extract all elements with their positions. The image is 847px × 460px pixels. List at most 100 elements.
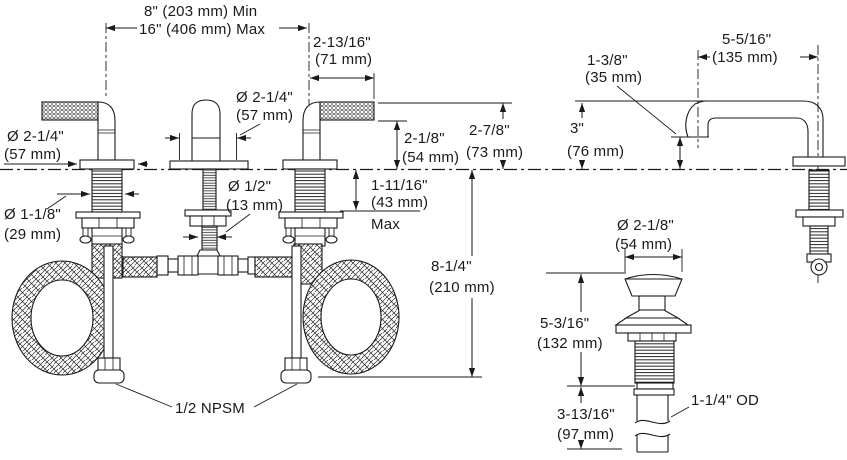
right-hose-loop — [302, 259, 400, 375]
label-handle-height-in: 2-7/8" — [469, 122, 510, 139]
right-valve-escutcheon — [282, 159, 338, 170]
label-tailpiece-od: 1-1/4" OD — [691, 392, 759, 409]
drain-flange-rim — [615, 324, 692, 334]
drain-tailpiece — [634, 395, 671, 453]
tee-body — [194, 255, 222, 275]
label-spout-outlet-in: 1-3/8" — [587, 52, 628, 69]
label-handle-reach-in: 2-13/16" — [313, 34, 371, 51]
dim-drain-dia — [624, 249, 683, 272]
center-rod-threads — [202, 168, 217, 211]
dimension-labels: 8" (203 mm) Min 16" (406 mm) Max 2-13/16… — [4, 3, 778, 443]
label-drain-dia-in: Ø 2-1/8" — [617, 217, 674, 234]
label-handle-reach-mm: (71 mm) — [315, 51, 372, 68]
label-rod-dia-in: Ø 1/2" — [228, 178, 271, 195]
label-rod-dia-mm: (13 mm) — [226, 197, 283, 214]
right-handle-elbow — [302, 101, 321, 162]
label-handle-clearance-in: 2-1/8" — [404, 130, 445, 147]
right-mounting-washer — [278, 211, 344, 219]
right-valve-body — [294, 227, 326, 247]
dim-handle-reach — [310, 73, 375, 99]
label-drain-dia-mm: (54 mm) — [615, 236, 672, 253]
dimension-lines — [4, 24, 818, 450]
label-spout-height-in: 3" — [570, 120, 584, 137]
tee-right-nut — [217, 255, 239, 276]
right-valve-shank-threads — [294, 168, 326, 213]
left-mounting-nut — [81, 217, 135, 229]
right-handle-valve — [278, 101, 375, 247]
label-drain-lower-in: 3-13/16" — [557, 406, 615, 423]
right-supply-tube — [291, 245, 302, 359]
dim-shank-dia — [46, 190, 139, 210]
dim-drain-lower — [567, 387, 622, 450]
spout-outline — [685, 100, 824, 157]
left-handle-grip — [41, 101, 99, 121]
label-supply-connection: 1/2 NPSM — [175, 400, 245, 417]
spout-shank-nut — [802, 216, 836, 227]
left-bolt-cap — [122, 235, 135, 244]
label-spread-max: 16" (406 mm) Max — [139, 21, 265, 38]
dim-drain-upper — [546, 272, 635, 387]
left-handle-valve — [41, 101, 141, 247]
label-hose-drop-in: 8-1/4" — [431, 258, 472, 275]
label-shank-dia-in: Ø 1-1/8" — [4, 206, 61, 223]
dim-deck-thickness — [340, 170, 420, 212]
left-valve-shank-threads — [91, 168, 123, 213]
drain-collar — [633, 388, 675, 396]
left-bolt-cap — [79, 235, 92, 244]
supply-connection-leaders — [115, 383, 298, 408]
left-hose-loop — [11, 260, 113, 376]
label-center-trim-dia-in: Ø 2-1/4" — [236, 89, 293, 106]
center-escutcheon — [169, 160, 249, 170]
left-supply-tube — [103, 245, 114, 359]
label-drain-upper-mm: (132 mm) — [537, 335, 603, 352]
label-handle-clearance-mm: (54 mm) — [402, 149, 459, 166]
drain-body-threads — [634, 340, 675, 384]
label-hose-drop-mm: (210 mm) — [429, 279, 495, 296]
drain-stopper-cap — [624, 273, 683, 297]
center-nut — [189, 215, 227, 227]
label-deck-max-note: Max — [371, 216, 400, 233]
left-mounting-washer — [75, 211, 141, 219]
dim-spout-outlet-height — [616, 85, 709, 169]
dim-handle-clearance — [378, 120, 407, 169]
right-bolt-cap — [282, 235, 295, 244]
spout-shank-washer — [795, 209, 844, 218]
drain-cone — [614, 317, 690, 326]
dim-center-trim-dia — [165, 123, 261, 160]
spout-shank-threads — [808, 169, 830, 211]
drain-smooth-section — [636, 382, 674, 390]
label-spout-outlet-mm: (35 mm) — [585, 69, 642, 86]
label-deck-max-in: 1-11/16" — [371, 177, 428, 194]
right-mounting-nut — [284, 217, 338, 229]
right-supply-hex — [284, 357, 308, 372]
center-valve — [156, 99, 256, 276]
dim-handle-height — [378, 102, 512, 169]
right-hose-horizontal — [254, 256, 296, 278]
label-drain-upper-in: 5-3/16" — [540, 315, 589, 332]
center-washer — [184, 209, 232, 217]
left-valve-body — [91, 227, 123, 247]
left-valve-escutcheon — [79, 159, 135, 170]
label-shank-dia-mm: (29 mm) — [4, 226, 61, 243]
left-supply-connector — [93, 369, 125, 384]
label-valve-trim-dia-in: Ø 2-1/4" — [7, 128, 64, 145]
label-valve-trim-dia-mm: (57 mm) — [4, 146, 61, 163]
left-supply-hex — [97, 357, 121, 372]
label-spout-reach-mm: (135 mm) — [712, 49, 778, 66]
supply-hoses — [11, 243, 400, 384]
label-spout-reach-in: 5-5/16" — [722, 31, 771, 48]
right-supply-connector — [280, 369, 312, 384]
drain-assembly — [614, 273, 692, 453]
right-bolt-cap — [325, 235, 338, 244]
left-hose-horizontal — [122, 256, 158, 278]
label-spread-min: 8" (203 mm) Min — [144, 3, 257, 20]
label-deck-max-mm: (43 mm) — [371, 194, 428, 211]
tee-neck — [196, 249, 221, 257]
tailpiece-leader — [670, 406, 690, 418]
label-drain-lower-mm: (97 mm) — [557, 426, 614, 443]
right-handle-grip — [319, 101, 375, 121]
label-spout-height-mm: (76 mm) — [567, 143, 624, 160]
left-handle-elbow — [97, 101, 116, 162]
spout-base-flange — [792, 156, 846, 167]
